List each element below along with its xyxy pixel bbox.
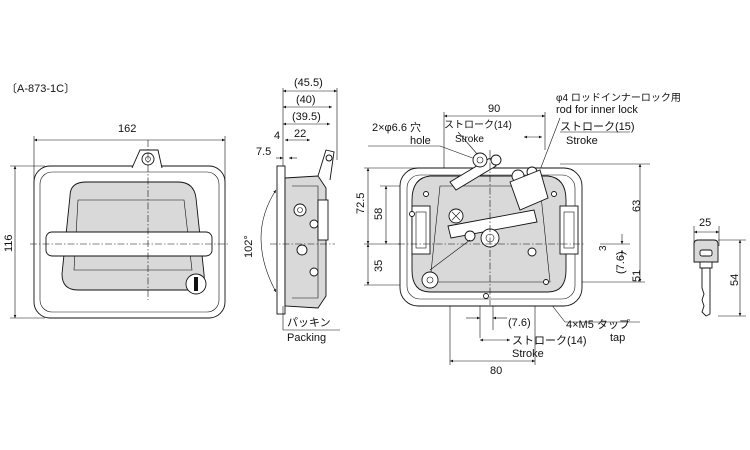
tap-label-en: tap bbox=[610, 332, 625, 344]
rear-dim-3: 3 bbox=[598, 245, 609, 251]
rear-dim-7-6-right: (7.6) bbox=[615, 251, 627, 274]
rear-dim-90: 90 bbox=[488, 103, 500, 115]
rod-label-en: rod for inner lock bbox=[556, 104, 638, 116]
rear-dim-51: 51 bbox=[631, 270, 643, 282]
rear-dim-80: 80 bbox=[490, 365, 502, 377]
side-dim-45-5: (45.5) bbox=[294, 77, 323, 89]
rear-view: 90 bbox=[364, 103, 650, 365]
rear-dim-72-5: 72.5 bbox=[355, 193, 367, 214]
side-dim-4: 4 bbox=[274, 130, 280, 142]
front-view: 162 116 bbox=[3, 123, 230, 319]
side-angle-dim: 102° bbox=[243, 235, 255, 258]
stroke14-label-jp: ストローク(14) bbox=[444, 119, 512, 131]
key-view: 25 54 bbox=[693, 217, 746, 317]
rear-dim-7-6-bottom: (7.6) bbox=[508, 317, 531, 329]
side-dim-7-5: 7.5 bbox=[256, 146, 271, 158]
rod-label-jp: φ4 ロッドインナーロック用 bbox=[556, 92, 681, 104]
front-height-dim: 116 bbox=[3, 234, 15, 252]
side-dim-22: 22 bbox=[294, 128, 306, 140]
front-width-dim: 162 bbox=[118, 123, 136, 135]
rear-dim-58: 58 bbox=[373, 208, 385, 220]
key-height-dim: 54 bbox=[729, 274, 741, 286]
stroke15-label-en: Stroke bbox=[566, 135, 598, 147]
stroke14b-label-jp: ストローク(14) bbox=[512, 334, 587, 347]
side-dim-40: (40) bbox=[296, 94, 316, 106]
part-code: 〔A-873-1C〕 bbox=[6, 82, 75, 95]
tap-label-jp: 4×M5 タップ bbox=[566, 318, 630, 331]
side-view: (45.5) (40) (39.5) 4 22 7.5 102° bbox=[243, 77, 340, 331]
stroke14-label-en: Stroke bbox=[455, 134, 484, 145]
hole-label-jp: 2×φ6.6 穴 bbox=[372, 120, 421, 134]
packing-label-jp: パッキン bbox=[287, 316, 331, 329]
stroke14b-label-en: Stroke bbox=[512, 348, 544, 360]
rear-dim-63: 63 bbox=[631, 200, 643, 212]
rear-dim-35: 35 bbox=[373, 260, 385, 272]
hole-label-en: hole bbox=[410, 135, 431, 147]
packing-label-en: Packing bbox=[287, 332, 326, 344]
side-dim-39-5: (39.5) bbox=[292, 111, 321, 123]
key-width-dim: 25 bbox=[699, 217, 711, 229]
stroke15-label-jp: ストローク(15) bbox=[560, 120, 635, 133]
